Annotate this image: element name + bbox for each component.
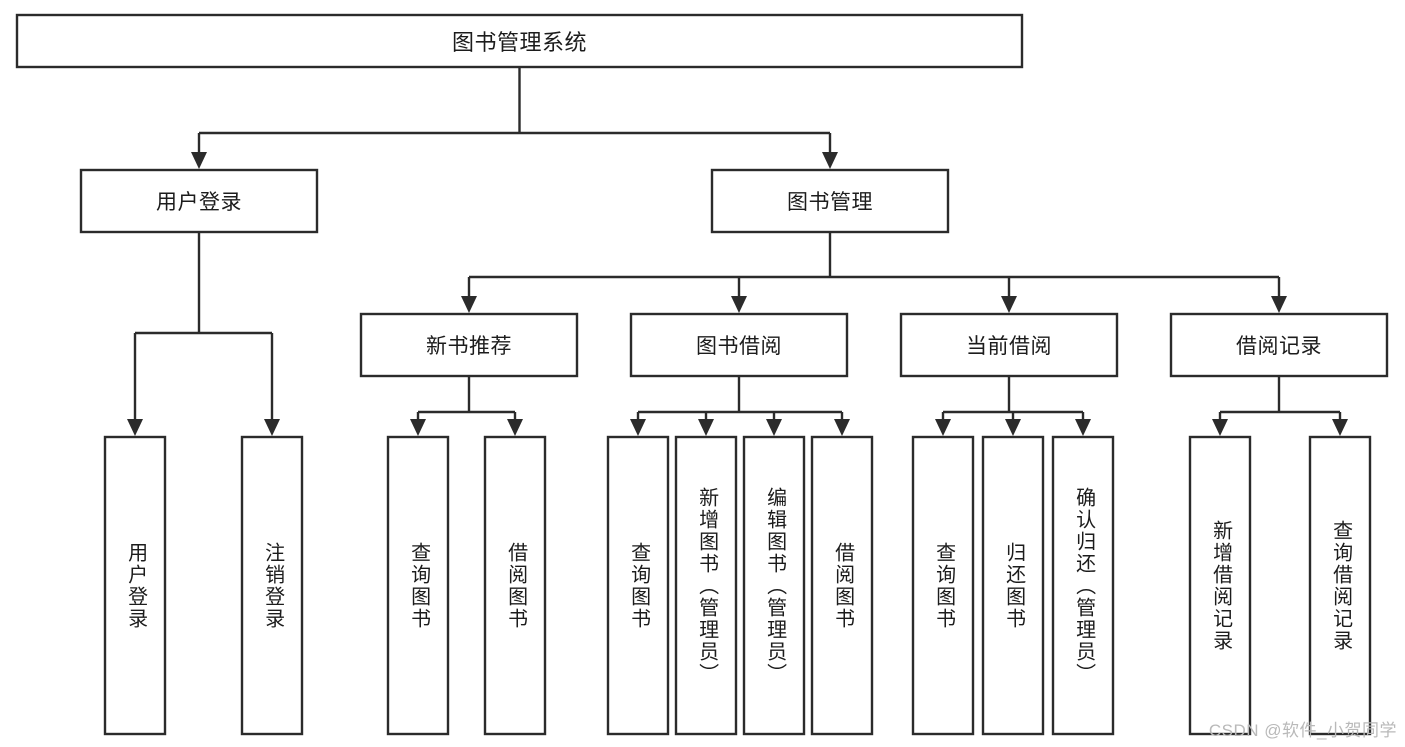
arrow-head-icon (1005, 419, 1021, 436)
arrow-head-icon (834, 419, 850, 436)
node-l1-1-box[interactable] (710, 168, 950, 234)
node-leaf-12-box[interactable] (1308, 435, 1372, 736)
node-leaf-1-box[interactable] (240, 435, 304, 736)
node-leaf-8-box[interactable] (911, 435, 975, 736)
arrow-head-icon (191, 152, 207, 169)
arrow-head-icon (507, 419, 523, 436)
arrow-head-icon (127, 419, 143, 436)
connector-layer (127, 67, 1348, 436)
arrow-head-icon (698, 419, 714, 436)
node-leaf-0-box[interactable] (103, 435, 167, 736)
arrow-head-icon (264, 419, 280, 436)
arrow-head-icon (1212, 419, 1228, 436)
arrow-head-icon (410, 419, 426, 436)
node-l1-0-box[interactable] (79, 168, 319, 234)
node-leaf-7-box[interactable] (810, 435, 874, 736)
arrow-head-icon (731, 296, 747, 313)
arrow-head-icon (935, 419, 951, 436)
arrow-head-icon (1001, 296, 1017, 313)
node-leaf-10-box[interactable] (1051, 435, 1115, 736)
node-l2-0-box[interactable] (359, 312, 579, 378)
arrow-head-icon (630, 419, 646, 436)
node-l2-3-box[interactable] (1169, 312, 1389, 378)
arrow-head-icon (1075, 419, 1091, 436)
node-l2-1-box[interactable] (629, 312, 849, 378)
node-leaf-4-box[interactable] (606, 435, 670, 736)
arrow-head-icon (766, 419, 782, 436)
csdn-watermark: CSDN @软件_小贺同学 (1208, 721, 1397, 740)
arrow-head-icon (1271, 296, 1287, 313)
node-root-box[interactable] (15, 13, 1024, 69)
node-leaf-11-box[interactable] (1188, 435, 1252, 736)
node-leaf-5-box[interactable] (674, 435, 738, 736)
node-leaf-3-box[interactable] (483, 435, 547, 736)
node-leaf-9-box[interactable] (981, 435, 1045, 736)
arrow-head-icon (461, 296, 477, 313)
node-leaf-6-box[interactable] (742, 435, 806, 736)
arrow-head-icon (822, 152, 838, 169)
arrow-head-icon (1332, 419, 1348, 436)
node-box-layer (15, 13, 1389, 736)
node-l2-2-box[interactable] (899, 312, 1119, 378)
node-leaf-2-box[interactable] (386, 435, 450, 736)
